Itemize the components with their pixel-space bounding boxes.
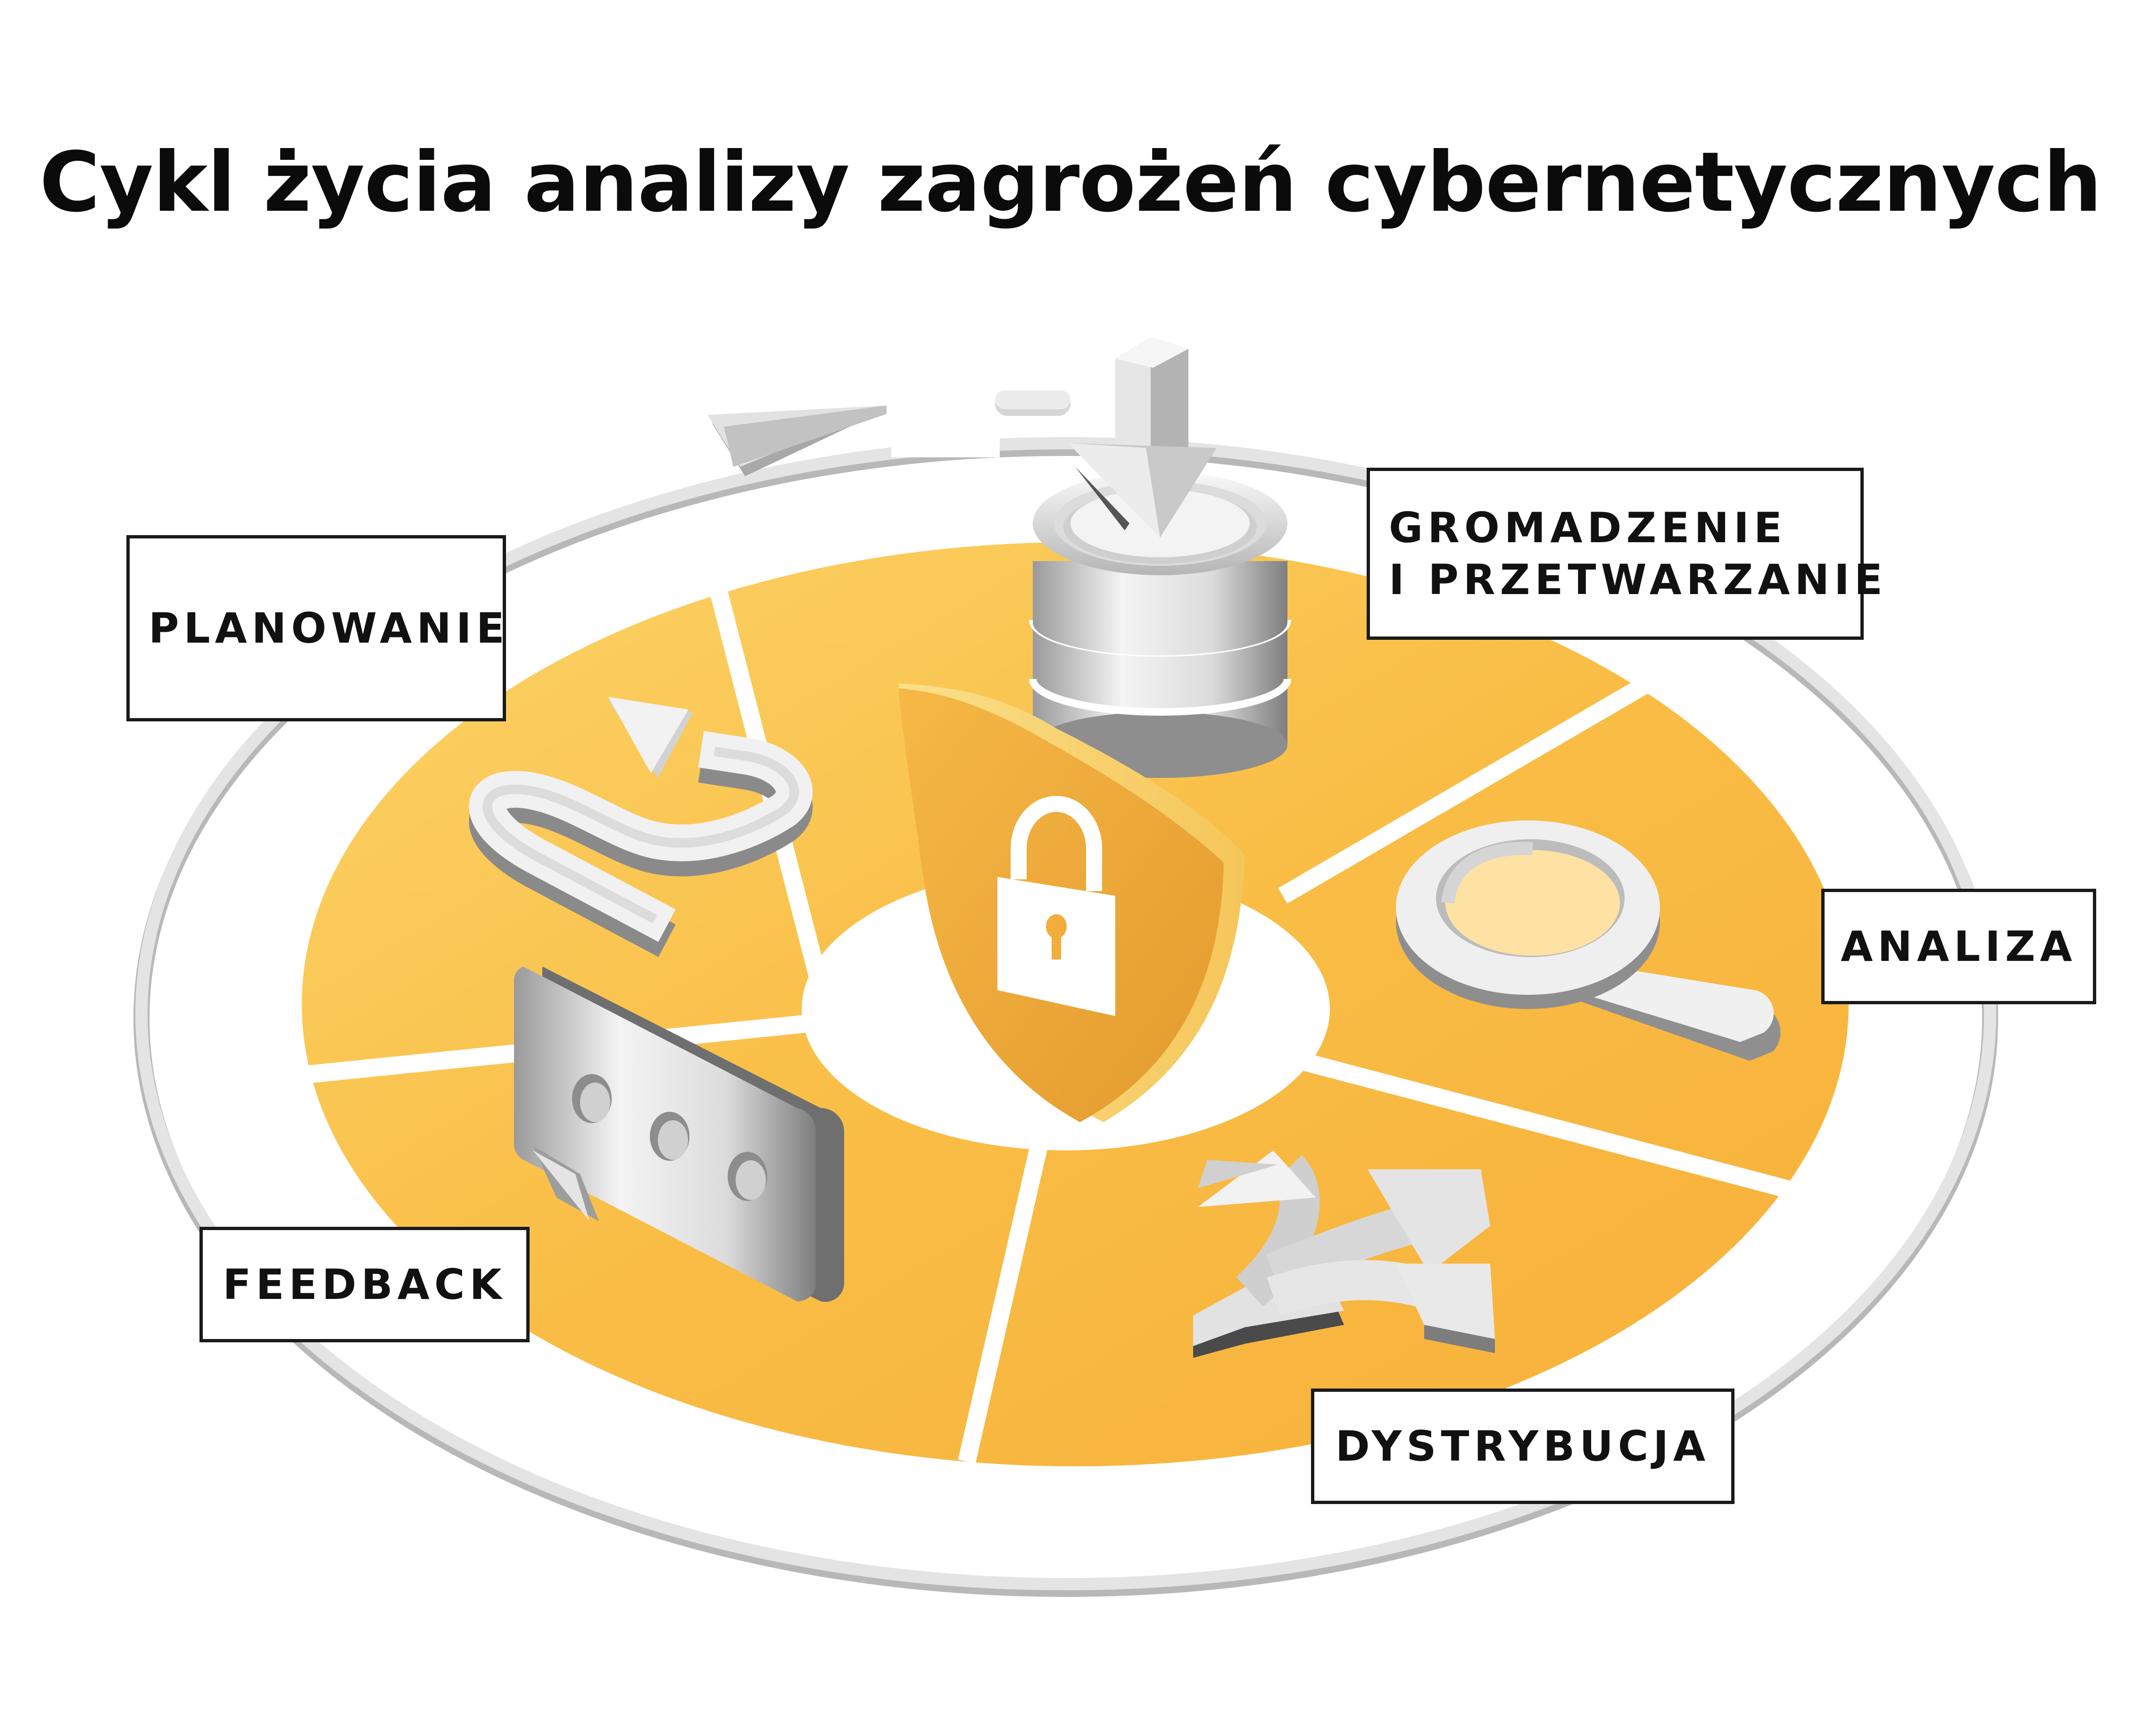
- speech-bubble-icon: [514, 967, 845, 1302]
- stage-label-planowanie-text: PLANOWANIE: [149, 603, 509, 653]
- shield-lock-icon: [898, 684, 1245, 1122]
- stage-label-dystrybucja-text: DYSTRYBUCJA: [1335, 1422, 1710, 1471]
- stage-label-gromadzenie-line2: I PRZETWARZANIE: [1389, 555, 1887, 604]
- stage-label-analiza-text: ANALIZA: [1841, 922, 2077, 971]
- page-title: Cykl życia analizy zagrożeń cybernetyczn…: [39, 135, 2102, 231]
- stage-label-analiza: ANALIZA: [1821, 889, 2096, 1004]
- stage-label-feedback: FEEDBACK: [199, 1227, 530, 1342]
- stage-label-gromadzenie-line1: GROMADZENIE: [1389, 503, 1787, 552]
- orbit-arrow-icon: [707, 405, 887, 476]
- winding-path-arrow-icon: [469, 697, 813, 957]
- orbit-ring: [133, 405, 1998, 1597]
- stage-label-feedback-text: FEEDBACK: [223, 1260, 506, 1309]
- database-download-icon: [1029, 337, 1291, 778]
- magnifying-glass-icon: [1396, 820, 1781, 1061]
- stage-label-gromadzenie: GROMADZENIE I PRZETWARZANIE: [1367, 468, 1887, 640]
- stage-label-dystrybucja: DYSTRYBUCJA: [1311, 1389, 1734, 1504]
- stage-label-planowanie: PLANOWANIE: [126, 535, 506, 721]
- orbit-ring-cap: [995, 390, 1070, 416]
- split-arrows-icon: [1193, 1150, 1495, 1358]
